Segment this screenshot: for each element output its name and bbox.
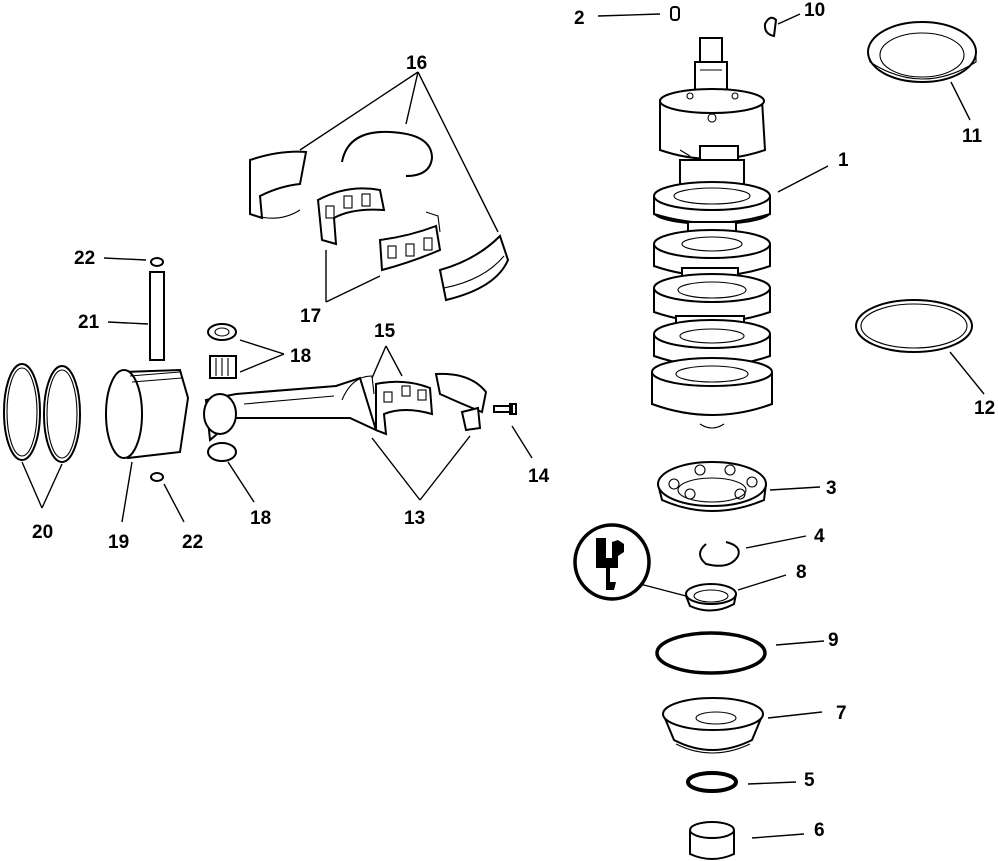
callout-14: 14 bbox=[528, 466, 550, 487]
piston-ring-2 bbox=[43, 365, 81, 463]
callout-17: 17 bbox=[300, 306, 321, 327]
callout-11: 11 bbox=[962, 126, 983, 147]
needle-bearing bbox=[209, 355, 237, 379]
sleeve-part-6 bbox=[689, 821, 735, 860]
roller-cage-upper bbox=[316, 187, 386, 246]
lubricant-tube-icon bbox=[596, 538, 624, 590]
rod-bearing-cage-part-15 bbox=[375, 372, 488, 436]
callout-4: 4 bbox=[814, 526, 825, 547]
callout-21: 21 bbox=[78, 312, 100, 333]
callout-22-bottom: 22 bbox=[182, 532, 203, 553]
callout-13: 13 bbox=[404, 508, 425, 529]
callout-18-top: 18 bbox=[290, 346, 311, 367]
seal-part-5 bbox=[686, 771, 738, 793]
callout-5: 5 bbox=[804, 770, 815, 791]
pin-clip-bottom bbox=[150, 472, 164, 482]
bearing-shell-left bbox=[249, 150, 308, 220]
crankshaft-assembly bbox=[651, 37, 773, 429]
retaining-ring-top bbox=[341, 130, 434, 177]
end-cap-part-7 bbox=[662, 697, 764, 754]
ball-bearing-part-3 bbox=[657, 461, 767, 512]
piston-ring-1 bbox=[3, 363, 41, 461]
bushing-part-8 bbox=[685, 583, 737, 612]
callout-labels: 1 2 3 4 5 6 7 8 9 10 11 12 13 14 15 16 1… bbox=[32, 0, 995, 841]
callout-22-top: 22 bbox=[74, 248, 95, 269]
bearing-shell-right bbox=[438, 234, 510, 302]
callout-16: 16 bbox=[406, 53, 427, 74]
callout-3: 3 bbox=[826, 478, 837, 499]
roller-cage-lower bbox=[378, 211, 442, 272]
callout-8: 8 bbox=[796, 562, 807, 583]
washer-bottom bbox=[207, 442, 237, 462]
ring-part-12 bbox=[855, 299, 973, 353]
key-part-2 bbox=[670, 6, 680, 21]
pin-clip-top bbox=[150, 257, 164, 267]
seal-part-11 bbox=[867, 21, 977, 83]
o-ring-part-9 bbox=[655, 631, 767, 675]
callout-20: 20 bbox=[32, 522, 53, 543]
bolt-part-14 bbox=[493, 403, 517, 415]
callout-12: 12 bbox=[974, 398, 995, 419]
snap-ring-part-4 bbox=[699, 541, 740, 567]
callout-7: 7 bbox=[836, 703, 847, 724]
leader-lines bbox=[21, 13, 985, 839]
woodruff-key-part-10 bbox=[763, 16, 778, 38]
callout-15: 15 bbox=[374, 321, 396, 342]
callout-18-bottom: 18 bbox=[250, 508, 271, 529]
badge-number: 4 bbox=[596, 550, 597, 553]
washer-top bbox=[207, 323, 237, 341]
callout-1: 1 bbox=[838, 150, 849, 171]
callout-10: 10 bbox=[804, 0, 825, 21]
connecting-rod-part-13 bbox=[203, 375, 378, 442]
callout-9: 9 bbox=[828, 630, 839, 651]
piston-part-19 bbox=[105, 368, 190, 460]
callout-6: 6 bbox=[814, 820, 825, 841]
callout-19: 19 bbox=[108, 532, 129, 553]
callout-2: 2 bbox=[574, 8, 585, 29]
wrist-pin-part-21 bbox=[149, 271, 165, 361]
lubricant-badge: 4 bbox=[573, 523, 651, 601]
